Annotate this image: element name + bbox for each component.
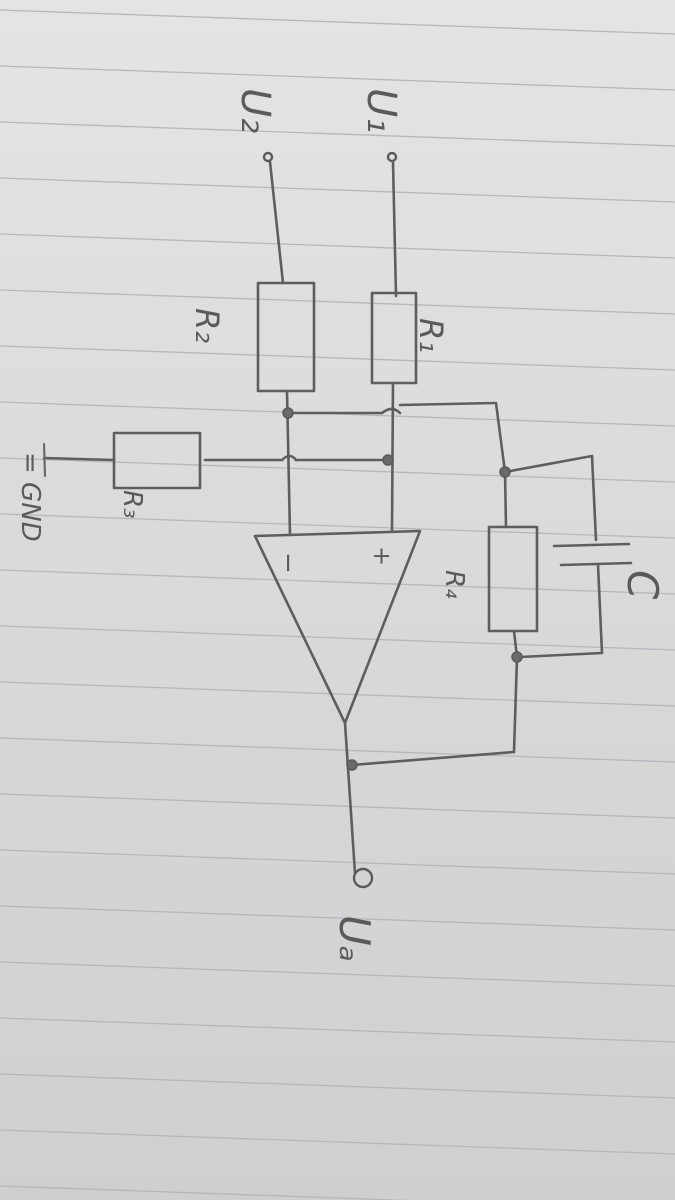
feedback-hop: [380, 407, 402, 415]
r3-resistor: [112, 431, 202, 490]
output-label: Uₐ: [330, 915, 379, 962]
junction-dot: [499, 466, 511, 478]
output-wire: [343, 721, 357, 875]
ruled-line: [0, 9, 675, 35]
opamp-minus-label: −: [273, 552, 303, 574]
u1-wire: [391, 160, 398, 298]
ruled-line: [0, 737, 675, 763]
r4-resistor: [487, 525, 539, 633]
ruled-line: [0, 1017, 675, 1043]
labels: U₁ U₂ R₁ R₂ R₃ R₄ C = GND Uₐ + −: [15, 88, 667, 962]
junction-dot: [346, 759, 358, 771]
r4-label: R₄: [439, 570, 469, 599]
ruled-line: [0, 345, 675, 371]
ruled-lines: [0, 9, 675, 1200]
capacitor-label: C: [618, 570, 667, 600]
ruled-line: [0, 569, 675, 595]
r4-top-wire: [503, 470, 508, 529]
ground-label: = GND: [15, 452, 45, 542]
cap-plate-2: [559, 561, 633, 567]
ruled-line: [0, 177, 675, 203]
ruled-line: [0, 849, 675, 875]
ruled-line: [0, 121, 675, 147]
r3-label: R₃: [117, 490, 147, 519]
r3-to-ground-wire: [42, 456, 116, 462]
ruled-line: [0, 1073, 675, 1099]
cap-left-wire: [503, 454, 594, 474]
ruled-line: [0, 905, 675, 931]
ruled-line: [0, 625, 675, 651]
feedback-wire-top-2: [398, 401, 497, 407]
u1-terminal: [386, 151, 398, 163]
output-feedback-wire: [512, 655, 519, 754]
u2-label: U₂: [232, 88, 278, 133]
u2-terminal: [262, 151, 274, 163]
cap-left-wire-2: [590, 454, 598, 542]
ruled-line: [0, 1129, 675, 1155]
feedback-wire-down: [494, 401, 507, 474]
ruled-line: [0, 1185, 413, 1200]
ruled-line: [0, 793, 675, 819]
ruled-line: [0, 681, 675, 707]
u1-label: U₁: [358, 88, 404, 133]
junction-dot: [511, 651, 523, 663]
cap-right-wire: [596, 563, 604, 655]
opamp-triangle: [253, 529, 422, 725]
r1-resistor: [370, 291, 418, 385]
ruled-line: [0, 289, 675, 315]
cap-plate-1: [552, 542, 631, 548]
u2-wire: [268, 160, 285, 285]
circuit: [42, 151, 633, 889]
opamp-plus-label: +: [368, 546, 396, 566]
ruled-line: [0, 233, 675, 259]
r3-hop: [280, 454, 298, 462]
junction-dot: [282, 407, 294, 419]
ruled-line: [0, 513, 675, 539]
ruled-line: [0, 961, 675, 987]
ground-symbol-bar: [42, 442, 47, 478]
r2-label: R₂: [188, 308, 226, 343]
output-feedback-wire-2: [350, 750, 516, 767]
ruled-line: [0, 457, 675, 483]
junction-dot: [382, 454, 394, 466]
cap-bottom-wire: [518, 651, 604, 659]
r1-label: R₁: [412, 318, 450, 353]
ruled-line: [0, 65, 675, 91]
output-terminal: [352, 867, 374, 889]
